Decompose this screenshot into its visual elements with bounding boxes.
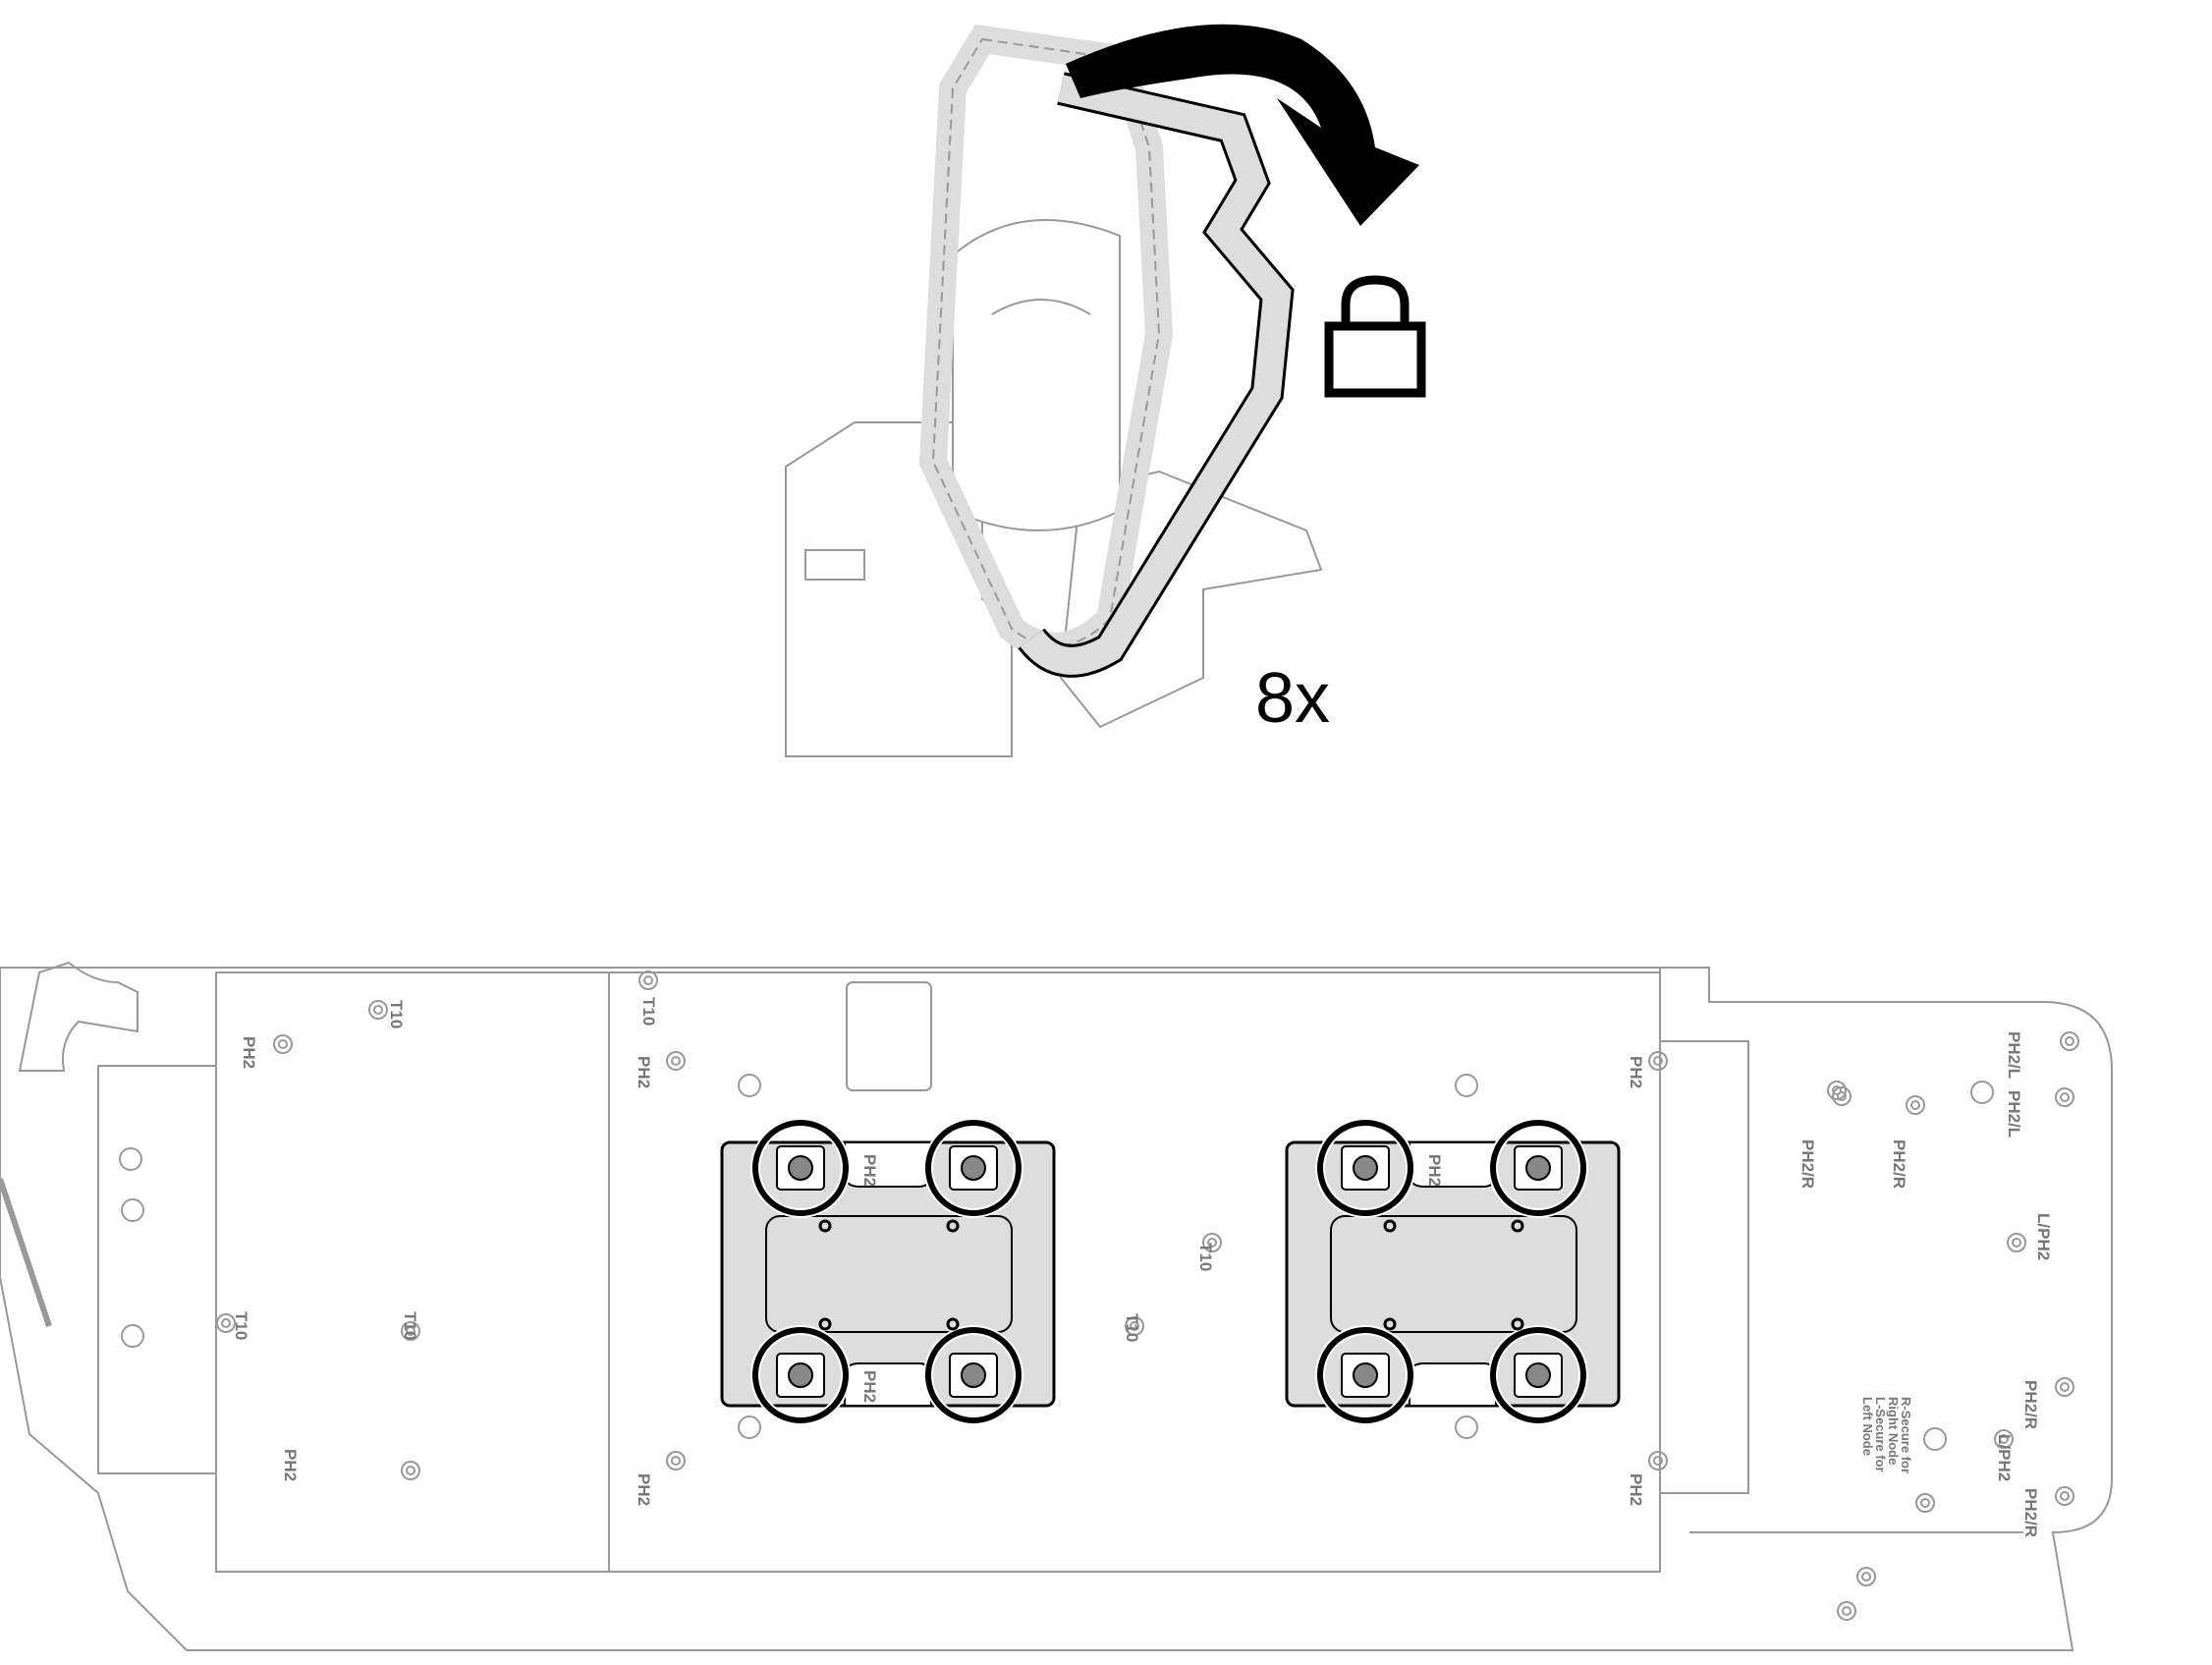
label-ph2: PH2 (1627, 1473, 1645, 1506)
plate-hole (946, 1317, 960, 1331)
label-plate (846, 981, 932, 1091)
label-ph2-l: PH2/L (2005, 1090, 2023, 1138)
plate-hole (1511, 1317, 1524, 1331)
board-screw (1832, 1086, 1852, 1106)
board-screw (2007, 1233, 2026, 1252)
board-screw (1202, 1233, 1222, 1252)
silkscreen-labels: PH2 PH2 PH2 PH2 PH2 PH2 PH2 PH2 PH2 T10 … (232, 997, 2053, 1537)
board-screw (1994, 1429, 2014, 1449)
label-ph2-l: PH2/L (2005, 1031, 2023, 1079)
quantity-callout: 8x (1255, 659, 1330, 738)
label-ph2-r: PH2/R (2021, 1380, 2040, 1429)
board-screw (368, 1000, 388, 1020)
compute-tray: PH2 PH2 PH2 PH2 PH2 PH2 PH2 PH2 PH2 T10 … (0, 961, 2113, 1651)
fitting-detail: 8x (785, 24, 1426, 757)
captive-screw[interactable] (1488, 1325, 1588, 1425)
label-t10: T10 (232, 1311, 250, 1340)
svg-text:L-Secure for: L-Secure for (1873, 1397, 1888, 1472)
label-t10: T10 (1196, 1243, 1215, 1271)
tray-outline (0, 967, 2113, 1651)
label-t10: T10 (401, 1311, 419, 1340)
captive-screw[interactable] (923, 1325, 1023, 1425)
standoff-hole (738, 1415, 761, 1439)
secure-note: R-Secure for Right Node L-Secure for Lef… (1860, 1397, 1913, 1473)
board-screw (2055, 1486, 2074, 1506)
board-screw (666, 1451, 686, 1471)
board-screw (1856, 1567, 1876, 1586)
board-screw (1837, 1601, 1856, 1621)
fitting-cylinder (952, 219, 1121, 531)
label-ph2: PH2 (281, 1449, 300, 1481)
standoff-hole (1970, 1081, 1994, 1104)
board-screw (1827, 1081, 1847, 1100)
captive-screw[interactable] (923, 1118, 1023, 1218)
board-screw (638, 971, 658, 990)
standoff-hole (121, 1324, 144, 1348)
label-ph2-r: PH2/R (2021, 1488, 2040, 1537)
label-ph2: PH2 (860, 1154, 879, 1187)
label-ph2: PH2 (635, 1056, 653, 1088)
svg-text:R-Secure for: R-Secure for (1899, 1397, 1913, 1473)
plate-hole (818, 1317, 832, 1331)
svg-text:Right Node: Right Node (1886, 1397, 1901, 1465)
board-screw (1125, 1316, 1144, 1336)
label-ph2: PH2 (860, 1370, 879, 1403)
label-t10: T10 (639, 997, 658, 1026)
board-area (608, 971, 1661, 1573)
board-screw (273, 1034, 293, 1054)
captive-screw[interactable] (1488, 1118, 1588, 1218)
label-ph2: PH2 (1425, 1154, 1444, 1187)
dimm-area-left (215, 971, 610, 1573)
label-ph2-r: PH2/R (1798, 1139, 1817, 1189)
plate-hole (1383, 1317, 1397, 1331)
standoff-hole (1455, 1074, 1478, 1097)
label-ph2: PH2 (240, 1036, 258, 1069)
rotate-clockwise-arrow-icon (1066, 24, 1419, 226)
board-screw (666, 1051, 686, 1071)
board-screw (2055, 1087, 2074, 1107)
label-ph2: PH2 (635, 1473, 653, 1506)
board-screw (1906, 1095, 1925, 1115)
plate-hole (818, 1219, 832, 1233)
board-screw (2060, 1031, 2079, 1051)
plate-hole (1511, 1219, 1524, 1233)
board-screw (2055, 1377, 2074, 1397)
captive-screw[interactable] (1315, 1118, 1415, 1218)
label-l-ph2: L/PH2 (2034, 1213, 2053, 1260)
svg-text:Left Node: Left Node (1860, 1397, 1875, 1456)
board-screw (1915, 1493, 1935, 1513)
board-screw (401, 1321, 420, 1341)
captive-screw[interactable] (750, 1325, 851, 1425)
cold-plate-right (1285, 1118, 1621, 1425)
label-t10: T10 (387, 1000, 406, 1028)
standoff-hole (1455, 1415, 1478, 1439)
plate-hole (1383, 1219, 1397, 1233)
standoff-hole (119, 1147, 142, 1171)
captive-screw[interactable] (1315, 1325, 1415, 1425)
cold-plate-left (720, 1118, 1056, 1425)
standoff-hole (738, 1074, 761, 1097)
standoff-hole (121, 1198, 144, 1222)
standoff-hole (1923, 1427, 1947, 1451)
label-t10: T10 (1123, 1313, 1141, 1342)
board-screw (1648, 1051, 1668, 1071)
label-l-ph2: L/PH2 (1995, 1434, 2014, 1481)
left-latch (18, 961, 138, 1072)
label-ph2: PH2 (1627, 1056, 1645, 1088)
label-ph2-r: PH2/R (1890, 1139, 1908, 1189)
plate-hole (946, 1219, 960, 1233)
captive-screw[interactable] (750, 1118, 851, 1218)
board-screw (216, 1313, 236, 1333)
board-screw (401, 1461, 420, 1480)
padlock-closed-icon (1324, 275, 1426, 398)
board-screw (1648, 1451, 1668, 1471)
